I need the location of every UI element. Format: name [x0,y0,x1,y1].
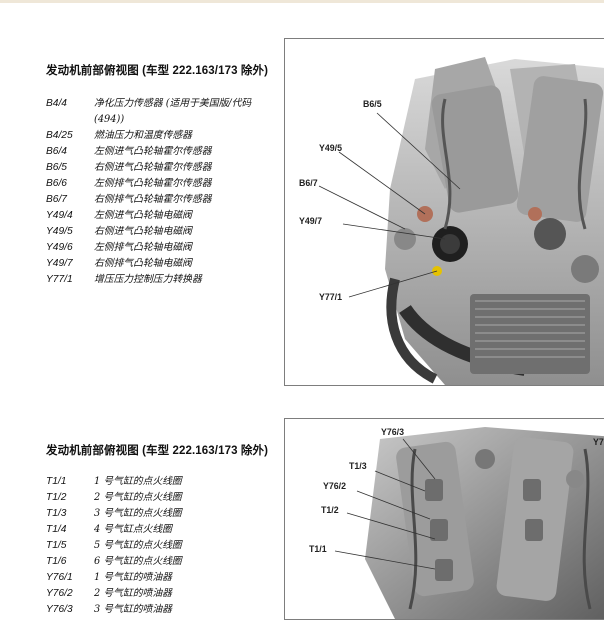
legend-description: 左侧进气凸轮轴电磁阀 [94,210,192,221]
legend-item: T1/2 2 号气缸的点火线圈 [46,490,282,506]
engine-illustration-2 [334,427,604,619]
legend-item: T1/4 4 号气缸点火线圈 [46,522,282,538]
legend-item: Y76/1 1 号气缸的喷油器 [46,570,282,586]
legend-description: 3 号气缸的喷油器 [94,604,172,615]
callout-y76-2: Y76/2 [323,481,346,491]
legend-item: B6/7 右侧排气凸轮轴霍尔传感器 [46,192,282,208]
legend-description: 3 号气缸的点火线圈 [94,508,182,519]
legend-description: 右侧排气凸轮轴霍尔传感器 [94,194,212,205]
legend-list: B4/4 净化压力传感器 (适用于美国版/代码 (494)) B4/25 燃油压… [46,96,282,288]
legend-code: B6/5 [46,162,67,173]
top-rule [0,0,604,3]
callout-y76-3: Y76/3 [381,427,404,437]
engine-diagram-1: B6/5 Y49/5 B6/7 Y49/7 Y77/1 [284,38,604,386]
legend-description: 右侧进气凸轮轴电磁阀 [94,226,192,237]
legend-list: T1/1 1 号气缸的点火线圈 T1/2 2 号气缸的点火线圈 T1/3 3 号… [46,474,282,618]
engine-diagram-2: Y76/3 Y7 T1/3 Y76/2 T1/2 T1/1 [284,418,604,620]
legend-code: B6/7 [46,194,67,205]
legend-code: Y76/3 [46,604,73,615]
legend-description: 1 号气缸的喷油器 [94,572,172,583]
section-heading: 发动机前部俯视图 (车型 222.163/173 除外) [46,445,268,457]
legend-item: B6/5 右侧进气凸轮轴霍尔传感器 [46,160,282,176]
legend-description: 净化压力传感器 (适用于美国版/代码 (494)) [94,98,252,125]
callout-y49-7: Y49/7 [299,216,322,226]
legend-item: Y76/3 3 号气缸的喷油器 [46,602,282,618]
callout-y49-5: Y49/5 [319,143,342,153]
callout-t1-3: T1/3 [349,461,367,471]
legend-description: 6 号气缸的点火线圈 [94,556,182,567]
legend-item: Y76/2 2 号气缸的喷油器 [46,586,282,602]
callout-y77-1: Y77/1 [319,292,342,302]
legend-item: Y77/1 增压压力控制压力转换器 [46,272,282,288]
section-heading: 发动机前部俯视图 (车型 222.163/173 除外) [46,65,268,77]
legend-description: 增压压力控制压力转换器 [94,274,202,285]
legend-description: 4 号气缸点火线圈 [94,524,172,535]
legend-description: 左侧进气凸轮轴霍尔传感器 [94,146,212,157]
legend-code: Y76/2 [46,588,73,599]
callout-t1-2: T1/2 [321,505,339,515]
legend-item: B4/25 燃油压力和温度传感器 [46,128,282,144]
callout-b6-7: B6/7 [299,178,318,188]
legend-description: 左侧排气凸轮轴电磁阀 [94,242,192,253]
legend-code: Y49/6 [46,242,73,253]
legend-description: 左侧排气凸轮轴霍尔传感器 [94,178,212,189]
legend-code: T1/1 [46,476,67,487]
legend-item: Y49/6 左侧排气凸轮轴电磁阀 [46,240,282,256]
legend-code: T1/6 [46,556,67,567]
callout-t1-1: T1/1 [309,544,327,554]
legend-code: B6/6 [46,178,67,189]
legend-code: Y49/4 [46,210,73,221]
legend-item: Y49/5 右侧进气凸轮轴电磁阀 [46,224,282,240]
legend-description: 燃油压力和温度传感器 [94,130,192,141]
legend-item: Y49/7 右侧排气凸轮轴电磁阀 [46,256,282,272]
legend-description: 右侧进气凸轮轴霍尔传感器 [94,162,212,173]
callout-y7-cut: Y7 [593,437,604,447]
legend-code: Y49/5 [46,226,73,237]
legend-item: T1/1 1 号气缸的点火线圈 [46,474,282,490]
legend-item: Y49/4 左侧进气凸轮轴电磁阀 [46,208,282,224]
legend-code: B4/25 [46,130,73,141]
legend-code: T1/2 [46,492,67,503]
legend-code: B4/4 [46,98,67,109]
legend-code: T1/3 [46,508,67,519]
legend-item: B6/6 左侧排气凸轮轴霍尔传感器 [46,176,282,192]
legend-description: 1 号气缸的点火线圈 [94,476,182,487]
legend-item: B6/4 左侧进气凸轮轴霍尔传感器 [46,144,282,160]
legend-code: Y77/1 [46,274,73,285]
legend-code: T1/4 [46,524,67,535]
callout-b6-5: B6/5 [363,99,382,109]
legend-item: T1/6 6 号气缸的点火线圈 [46,554,282,570]
engine-illustration-1 [318,57,604,385]
legend-code: Y49/7 [46,258,73,269]
legend-description: 右侧排气凸轮轴电磁阀 [94,258,192,269]
legend-code: T1/5 [46,540,67,551]
legend-item: T1/5 5 号气缸的点火线圈 [46,538,282,554]
legend-item: T1/3 3 号气缸的点火线圈 [46,506,282,522]
legend-item: B4/4 净化压力传感器 (适用于美国版/代码 (494)) [46,96,282,128]
legend-code: B6/4 [46,146,67,157]
legend-code: Y76/1 [46,572,73,583]
legend-description: 5 号气缸的点火线圈 [94,540,182,551]
legend-description: 2 号气缸的点火线圈 [94,492,182,503]
legend-description: 2 号气缸的喷油器 [94,588,172,599]
